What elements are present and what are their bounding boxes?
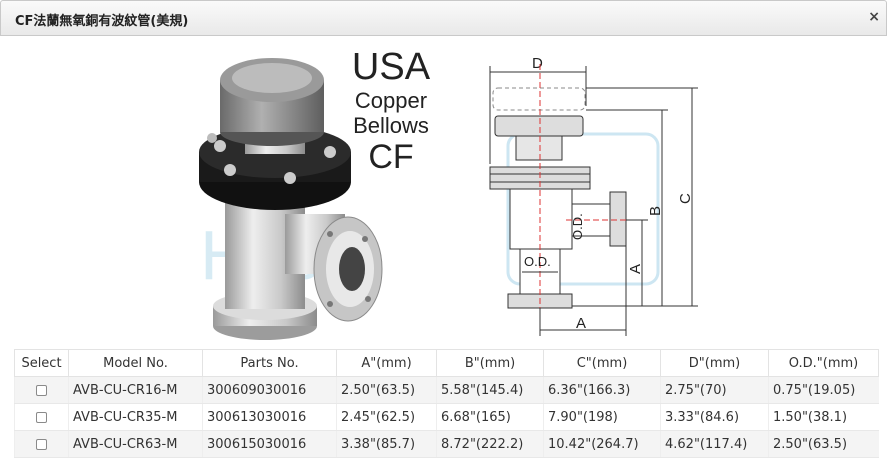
col-header-od: O.D."(mm): [768, 349, 879, 377]
dimension-drawing: Hitc D O.D. O.D. A B C A: [489, 55, 698, 336]
a-cell: 2.45"(62.5): [336, 403, 437, 431]
parts-table: Select Model No. Parts No. A"(mm) B"(mm)…: [14, 349, 879, 458]
c-cell: 7.90"(198): [543, 403, 661, 431]
valve-product-image: Hitc: [199, 58, 383, 340]
d-cell: 3.33"(84.6): [660, 403, 769, 431]
row-checkbox[interactable]: [36, 384, 47, 396]
col-header-c: C"(mm): [543, 349, 661, 377]
parts-cell: 300613030016: [202, 403, 337, 431]
table-header-row: Select Model No. Parts No. A"(mm) B"(mm)…: [14, 349, 879, 377]
c-cell: 6.36"(166.3): [543, 376, 661, 404]
dialog-title: CF法蘭無氧銅有波紋管(美規): [15, 14, 189, 29]
table-row: AVB-CU-CR63-M 300615030016 3.38"(85.7) 8…: [14, 430, 879, 458]
dialog-titlebar: CF法蘭無氧銅有波紋管(美規) ×: [0, 0, 887, 36]
dim-label-od-side: O.D.: [570, 213, 585, 240]
dim-label-b: B: [647, 206, 664, 216]
dim-label-d: D: [532, 55, 543, 72]
model-cell: AVB-CU-CR16-M: [68, 376, 203, 404]
od-cell: 1.50"(38.1): [768, 403, 879, 431]
col-header-parts: Parts No.: [202, 349, 337, 377]
a-cell: 3.38"(85.7): [336, 430, 437, 458]
d-cell: 4.62"(117.4): [660, 430, 769, 458]
row-checkbox[interactable]: [36, 411, 47, 423]
dim-label-a-horizontal: A: [576, 315, 586, 332]
c-cell: 10.42"(264.7): [543, 430, 661, 458]
col-header-model: Model No.: [68, 349, 203, 377]
col-header-a: A"(mm): [336, 349, 437, 377]
col-header-b: B"(mm): [436, 349, 544, 377]
row-checkbox[interactable]: [36, 438, 47, 450]
product-label-line: USA: [351, 46, 431, 88]
parts-cell: 300609030016: [202, 376, 337, 404]
col-header-select: Select: [14, 349, 69, 377]
dim-label-a-vertical: A: [627, 264, 644, 274]
b-cell: 8.72"(222.2): [436, 430, 544, 458]
table-row: AVB-CU-CR35-M 300613030016 2.45"(62.5) 6…: [14, 403, 879, 431]
model-cell: AVB-CU-CR35-M: [68, 403, 203, 431]
model-cell: AVB-CU-CR63-M: [68, 430, 203, 458]
close-icon[interactable]: ×: [868, 9, 880, 25]
parts-cell: 300615030016: [202, 430, 337, 458]
table-row: AVB-CU-CR16-M 300609030016 2.50"(63.5) 5…: [14, 376, 879, 404]
b-cell: 6.68"(165): [436, 403, 544, 431]
col-header-d: D"(mm): [660, 349, 769, 377]
od-cell: 0.75"(19.05): [768, 376, 879, 404]
dim-label-od-bottom: O.D.: [524, 254, 551, 269]
product-label-line: CF: [368, 138, 414, 176]
a-cell: 2.50"(63.5): [336, 376, 437, 404]
product-label-line: Copper: [354, 88, 428, 113]
product-label-line: Bellows: [353, 113, 429, 138]
select-cell: [14, 403, 69, 431]
select-cell: [14, 376, 69, 404]
d-cell: 2.75"(70): [660, 376, 769, 404]
dim-label-c: C: [677, 193, 694, 204]
od-cell: 2.50"(63.5): [768, 430, 879, 458]
product-label: USA Copper Bellows CF: [348, 46, 434, 176]
b-cell: 5.58"(145.4): [436, 376, 544, 404]
select-cell: [14, 430, 69, 458]
